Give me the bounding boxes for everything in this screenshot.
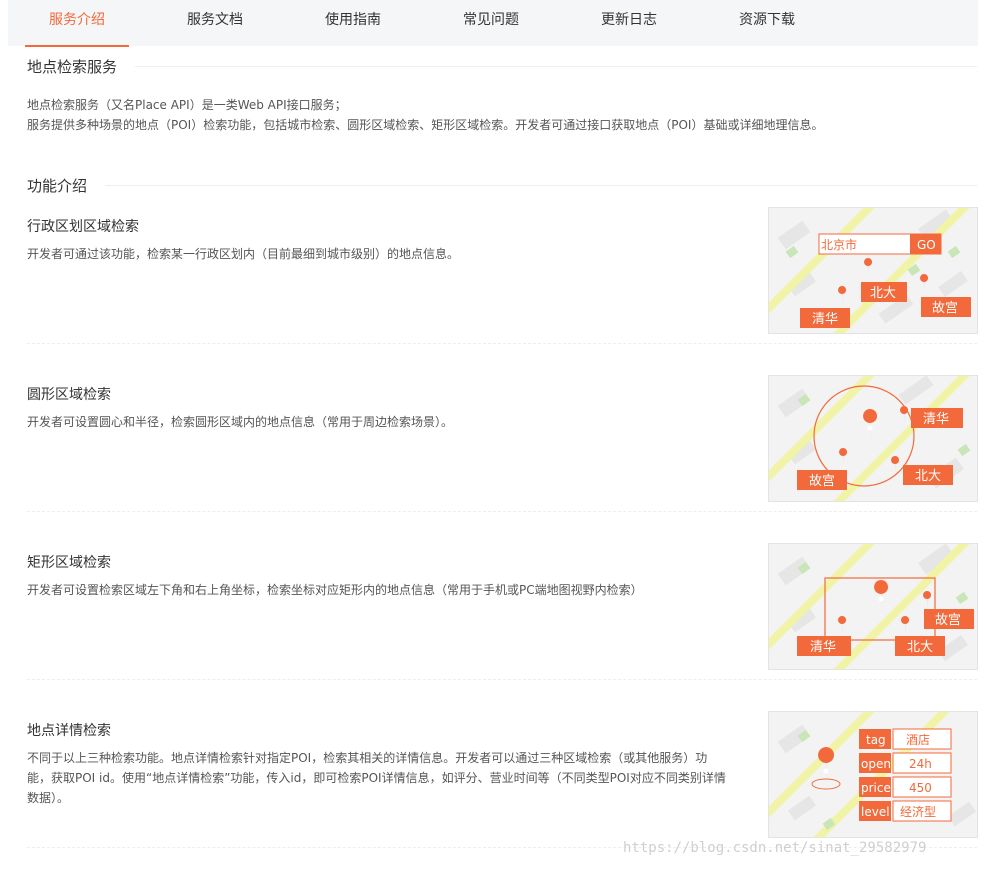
- map-label: 清华: [810, 640, 836, 655]
- detail-value: 酒店: [906, 733, 930, 747]
- feature-desc: 不同于以上三种检索功能。地点详情检索针对指定POI，检索其相关的详情信息。开发者…: [27, 751, 726, 805]
- feature-title: 圆形区域检索: [27, 387, 111, 403]
- map-go-button: GO: [917, 238, 936, 252]
- feature-map-illustration: 故宫 清华 北大: [768, 543, 978, 670]
- place-search-intro: 地点检索服务（又名Place API）是一类Web API接口服务； 服务提供多…: [27, 95, 957, 135]
- section-title-place-search: 地点检索服务: [27, 56, 977, 77]
- detail-value: 24h: [909, 757, 932, 771]
- feature-desc: 开发者可设置检索区域左下角和右上角坐标，检索坐标对应矩形内的地点信息（常用于手机…: [27, 583, 643, 597]
- feature-map-illustration: 清华 故宫 北大: [768, 375, 978, 502]
- tab-service-intro[interactable]: 服务介绍: [8, 0, 146, 47]
- feature-desc: 开发者可设置圆心和半径，检索圆形区域内的地点信息（常用于周边检索场景）。: [27, 415, 454, 429]
- feature-title: 地点详情检索: [27, 723, 111, 739]
- feature-divider: [27, 679, 977, 681]
- intro-line: 地点检索服务（又名Place API）是一类Web API接口服务；: [27, 98, 347, 112]
- feature-desc: 开发者可通过该功能，检索某一行政区划内（目前最细到城市级别）的地点信息。: [27, 247, 460, 261]
- intro-line: 服务提供多种场景的地点（POI）检索功能，包括城市检索、圆形区域检索、矩形区域检…: [27, 118, 824, 132]
- feature-map-illustration: tag 酒店 open 24h price 450 level 经济型: [768, 711, 978, 838]
- map-search-text: 北京市: [821, 237, 857, 252]
- map-label: 北大: [907, 640, 933, 655]
- map-label: 故宫: [932, 301, 958, 316]
- feature-title: 行政区划区域检索: [27, 219, 139, 235]
- feature-divider: [27, 511, 977, 513]
- section-divider: [105, 185, 977, 186]
- section-title-text: 地点检索服务: [27, 58, 118, 76]
- map-label: 故宫: [935, 613, 961, 628]
- map-label: 清华: [923, 412, 949, 427]
- section-title-features: 功能介绍: [27, 175, 977, 196]
- watermark: https://blog.csdn.net/sinat_29582979: [623, 840, 927, 856]
- map-label: 清华: [812, 312, 838, 327]
- top-tab-bar: 服务介绍 服务文档 使用指南 常见问题 更新日志 资源下载: [8, 0, 978, 47]
- map-label: 北大: [870, 286, 896, 301]
- map-label: 北大: [915, 469, 941, 484]
- detail-key: level: [861, 805, 890, 819]
- tab-usage-guide[interactable]: 使用指南: [325, 12, 381, 28]
- feature-divider: [27, 847, 977, 849]
- detail-key: tag: [866, 733, 886, 747]
- detail-key: open: [861, 757, 891, 771]
- section-title-text: 功能介绍: [27, 177, 88, 195]
- map-label: 故宫: [809, 474, 835, 489]
- detail-value: 经济型: [900, 804, 936, 819]
- tab-resource-download[interactable]: 资源下载: [739, 12, 795, 28]
- tab-faq[interactable]: 常见问题: [463, 12, 519, 28]
- tab-service-docs[interactable]: 服务文档: [187, 12, 243, 28]
- tab-changelog[interactable]: 更新日志: [601, 12, 657, 28]
- detail-value: 450: [909, 781, 932, 795]
- detail-key: price: [861, 781, 891, 795]
- feature-title: 矩形区域检索: [27, 555, 111, 571]
- section-divider: [135, 66, 977, 67]
- feature-map-illustration: 北京市 GO 北大 清华 故宫: [768, 207, 978, 334]
- feature-divider: [27, 343, 977, 345]
